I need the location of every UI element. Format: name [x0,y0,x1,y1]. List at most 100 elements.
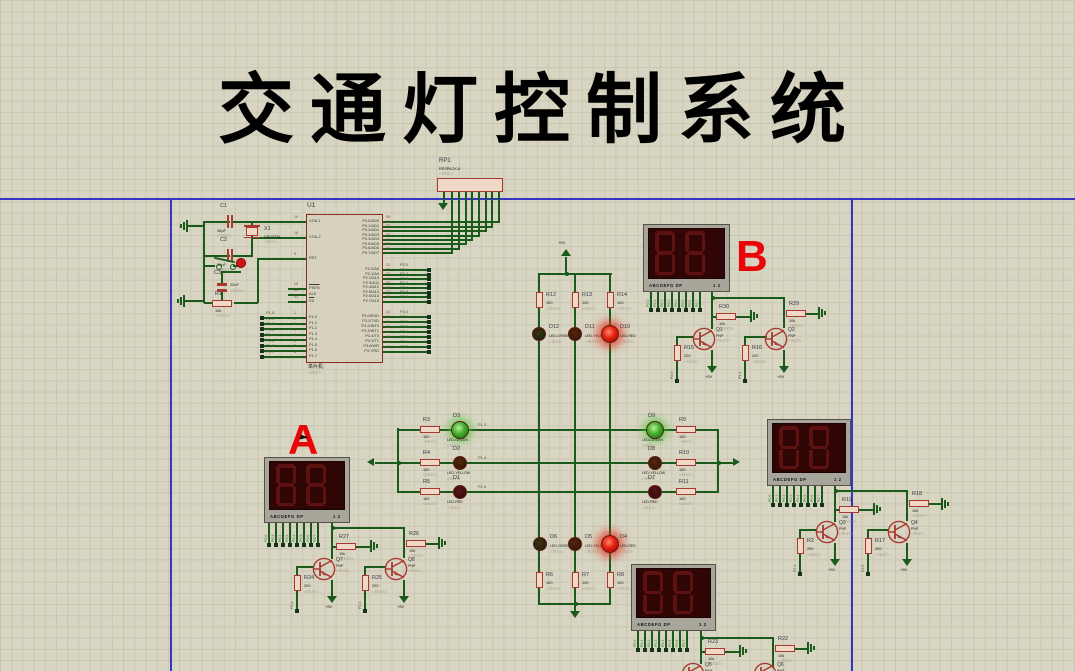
power-dot[interactable] [236,258,246,268]
resistor-R3[interactable] [420,426,440,433]
resistor-R25[interactable] [362,575,369,591]
ground-terminal[interactable] [183,222,185,230]
transistor-Q6[interactable] [753,662,777,671]
capacitor-C2-plate[interactable] [227,249,229,262]
chip-U1[interactable] [306,214,383,363]
resistor-R8[interactable] [607,572,614,588]
power-terminal-5v[interactable] [367,458,374,466]
ground-terminal[interactable] [947,502,949,506]
resistor-R6[interactable] [536,572,543,588]
ground-terminal[interactable] [810,644,812,652]
power-terminal-5v[interactable] [561,249,571,256]
transistor-Q8[interactable] [384,557,408,581]
resistor-R18[interactable] [909,500,929,507]
ground-terminal[interactable] [739,645,741,657]
ground-terminal[interactable] [821,309,823,317]
resistor-R9[interactable] [676,426,696,433]
power-terminal-5v[interactable] [707,366,717,373]
led-D12[interactable] [532,327,546,341]
ground-terminal[interactable] [180,224,182,228]
power-terminal-5v[interactable] [399,596,409,603]
led-D2[interactable] [453,456,467,470]
transistor-Q2[interactable] [764,327,788,351]
resistor-R14[interactable] [607,292,614,308]
ground-terminal[interactable] [370,540,372,552]
capacitor-C2-plate[interactable] [231,249,233,262]
ground-terminal[interactable] [438,203,448,210]
resistor-R19[interactable] [839,506,859,513]
transistor-Q3[interactable] [815,520,839,544]
resistor-R11[interactable] [676,488,696,495]
capacitor-C3-plate[interactable] [217,289,227,292]
led-D10[interactable] [601,325,619,343]
led-D7[interactable] [648,485,662,499]
power-terminal-5v[interactable] [902,559,912,566]
led-D9[interactable] [646,421,664,439]
resistor-R29[interactable] [786,310,806,317]
led-D11[interactable] [568,327,582,341]
resistor-R17[interactable] [865,538,872,554]
ground-terminal[interactable] [186,220,188,232]
resistor-R23[interactable] [705,648,725,655]
capacitor-C3-plate[interactable] [217,283,227,286]
ground-terminal[interactable] [750,310,752,322]
resistor-R7[interactable] [572,572,579,588]
power-terminal-5v[interactable] [327,596,337,603]
resistor-R10[interactable] [676,459,696,466]
led-D8[interactable] [648,456,662,470]
ground-terminal[interactable] [807,642,809,654]
led-D3[interactable] [451,421,469,439]
ground-terminal[interactable] [813,646,815,650]
ground-terminal[interactable] [745,649,747,653]
resistor-R16[interactable] [742,345,749,361]
ground-terminal[interactable] [818,307,820,319]
resistor-R30[interactable] [716,313,736,320]
resistor-R24[interactable] [294,575,301,591]
transistor-Q5[interactable] [681,662,705,671]
ground-terminal[interactable] [180,297,182,305]
resistor-R22[interactable] [775,645,795,652]
power-terminal-5v[interactable] [779,366,789,373]
ground-terminal[interactable] [444,541,446,545]
resistor-R13[interactable] [572,292,579,308]
led-D1[interactable] [453,485,467,499]
ground-terminal[interactable] [879,507,881,511]
ground-terminal[interactable] [876,505,878,513]
ground-terminal[interactable] [873,503,875,515]
ground-terminal[interactable] [570,611,580,618]
ground-terminal[interactable] [438,537,440,549]
power-terminal-5v[interactable] [830,559,840,566]
resistor-R27[interactable] [336,543,356,550]
ground-terminal[interactable] [177,299,179,303]
ground-terminal[interactable] [441,539,443,547]
resistor-R15[interactable] [674,345,681,361]
resistor-R5[interactable] [420,488,440,495]
ground-terminal[interactable] [824,311,826,315]
resistor-R2[interactable] [797,538,804,554]
capacitor-C1-plate[interactable] [227,215,229,228]
led-D4[interactable] [601,535,619,553]
transistor-Q4[interactable] [887,520,911,544]
respack-RP1[interactable] [437,178,503,192]
resistor-R12[interactable] [536,292,543,308]
ground-terminal[interactable] [376,544,378,548]
capacitor-C1-plate[interactable] [231,215,233,228]
ground-terminal[interactable] [944,500,946,508]
ground-terminal[interactable] [742,647,744,655]
resistor-R26[interactable] [406,540,426,547]
transistor-Q7[interactable] [312,557,336,581]
ground-terminal[interactable] [183,295,185,307]
power-terminal-5v[interactable] [733,458,740,466]
led-D6[interactable] [533,537,547,551]
reset-button-contact[interactable] [230,264,237,271]
ground-terminal[interactable] [753,312,755,320]
ground-terminal[interactable] [941,498,943,510]
ground-terminal[interactable] [756,314,758,318]
reset-button-contact[interactable] [216,264,223,271]
crystal-X1[interactable] [246,227,258,236]
transistor-Q1[interactable] [692,327,716,351]
resistor-R1[interactable] [212,300,232,307]
ground-terminal[interactable] [373,542,375,550]
resistor-R4[interactable] [420,459,440,466]
led-D5[interactable] [568,537,582,551]
